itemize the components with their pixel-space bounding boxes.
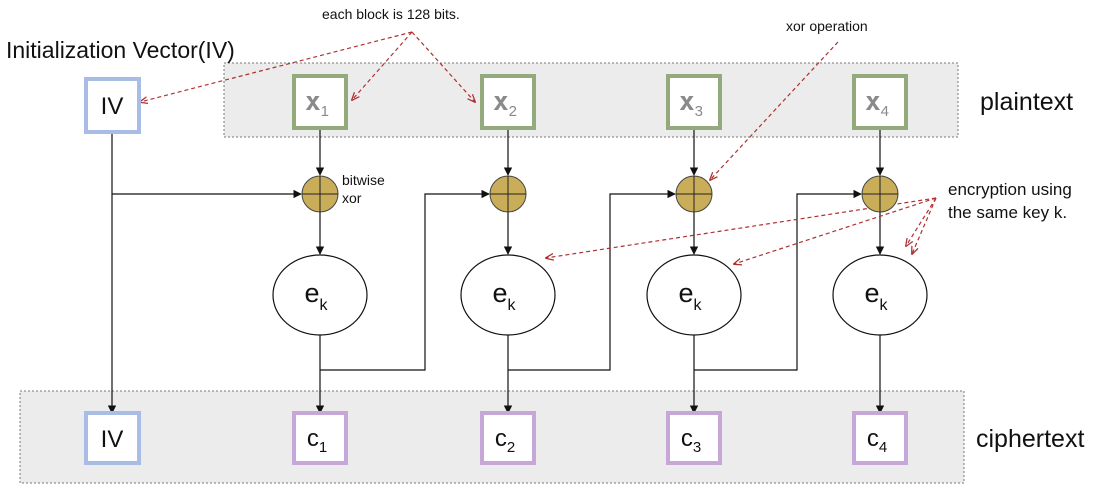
encryption-node-4: ek bbox=[832, 254, 928, 336]
encryption-node-label: ek bbox=[304, 278, 328, 314]
bitwise-xor-note-line1: bitwise bbox=[342, 172, 385, 188]
ciphertext-label: ciphertext bbox=[976, 425, 1084, 453]
ciphertext-block-label: c2 bbox=[495, 425, 515, 456]
plaintext-block-3: x3 bbox=[666, 74, 722, 130]
ciphertext-block-label: c1 bbox=[307, 425, 327, 456]
encryption-node-2: ek bbox=[460, 254, 556, 336]
plaintext-block-frame bbox=[292, 74, 348, 130]
diagram-title: Initialization Vector(IV) bbox=[6, 37, 235, 63]
ciphertext-block-3: c3 bbox=[666, 411, 722, 465]
ciphertext-block-label: c4 bbox=[867, 425, 887, 456]
ciphertext-block-frame bbox=[666, 411, 722, 465]
ciphertext-block-2: c2 bbox=[480, 411, 536, 465]
plaintext-block-4: x4 bbox=[852, 74, 908, 130]
xor-node-4 bbox=[861, 175, 899, 213]
plaintext-block-1: x1 bbox=[292, 74, 348, 130]
ciphertext-block-frame bbox=[292, 411, 348, 465]
iv-label-top: IV bbox=[101, 93, 124, 120]
block-size-note: each block is 128 bits. bbox=[322, 6, 460, 22]
bitwise-xor-note-line2: xor bbox=[342, 190, 362, 206]
xor-node-3 bbox=[675, 175, 713, 213]
plaintext-block-frame bbox=[852, 74, 908, 130]
encryption-note-line1: encryption using bbox=[948, 180, 1072, 199]
encryption-node-label: ek bbox=[492, 278, 516, 314]
ciphertext-block-frame bbox=[480, 411, 536, 465]
plaintext-block-frame bbox=[666, 74, 722, 130]
iv-label-bottom: IV bbox=[101, 426, 124, 453]
plaintext-block-frame bbox=[480, 74, 536, 130]
encryption-note-line2: the same key k. bbox=[948, 203, 1067, 222]
plaintext-label: plaintext bbox=[980, 88, 1073, 116]
ciphertext-block-4: c4 bbox=[852, 411, 908, 465]
plaintext-blocks: x1 x2 x3 x4 bbox=[292, 74, 908, 130]
xor-node-2 bbox=[489, 175, 527, 213]
iv-block-bottom: IV bbox=[84, 411, 141, 465]
plaintext-block-2: x2 bbox=[480, 74, 536, 130]
ciphertext-block-frame bbox=[852, 411, 908, 465]
plaintext-block-label: x1 bbox=[305, 87, 329, 120]
encryption-node-1: ek bbox=[272, 254, 368, 336]
xor-operation-note: xor operation bbox=[786, 18, 868, 34]
plaintext-block-label: x2 bbox=[493, 87, 517, 120]
encryption-nodes: ek ek ek ek bbox=[272, 254, 928, 336]
plaintext-block-label: x4 bbox=[865, 87, 889, 120]
plaintext-block-label: x3 bbox=[679, 87, 703, 120]
encryption-node-label: ek bbox=[678, 278, 702, 314]
ciphertext-blocks: c1 c2 c3 c4 bbox=[292, 411, 908, 465]
encryption-node-label: ek bbox=[864, 278, 888, 314]
encryption-node-3: ek bbox=[646, 254, 742, 336]
xor-node-1 bbox=[301, 175, 339, 213]
ciphertext-block-label: c3 bbox=[681, 425, 701, 456]
iv-block-top: IV bbox=[84, 77, 141, 134]
ciphertext-block-1: c1 bbox=[292, 411, 348, 465]
data-flow-lines bbox=[107, 128, 885, 414]
xor-nodes bbox=[301, 175, 899, 213]
